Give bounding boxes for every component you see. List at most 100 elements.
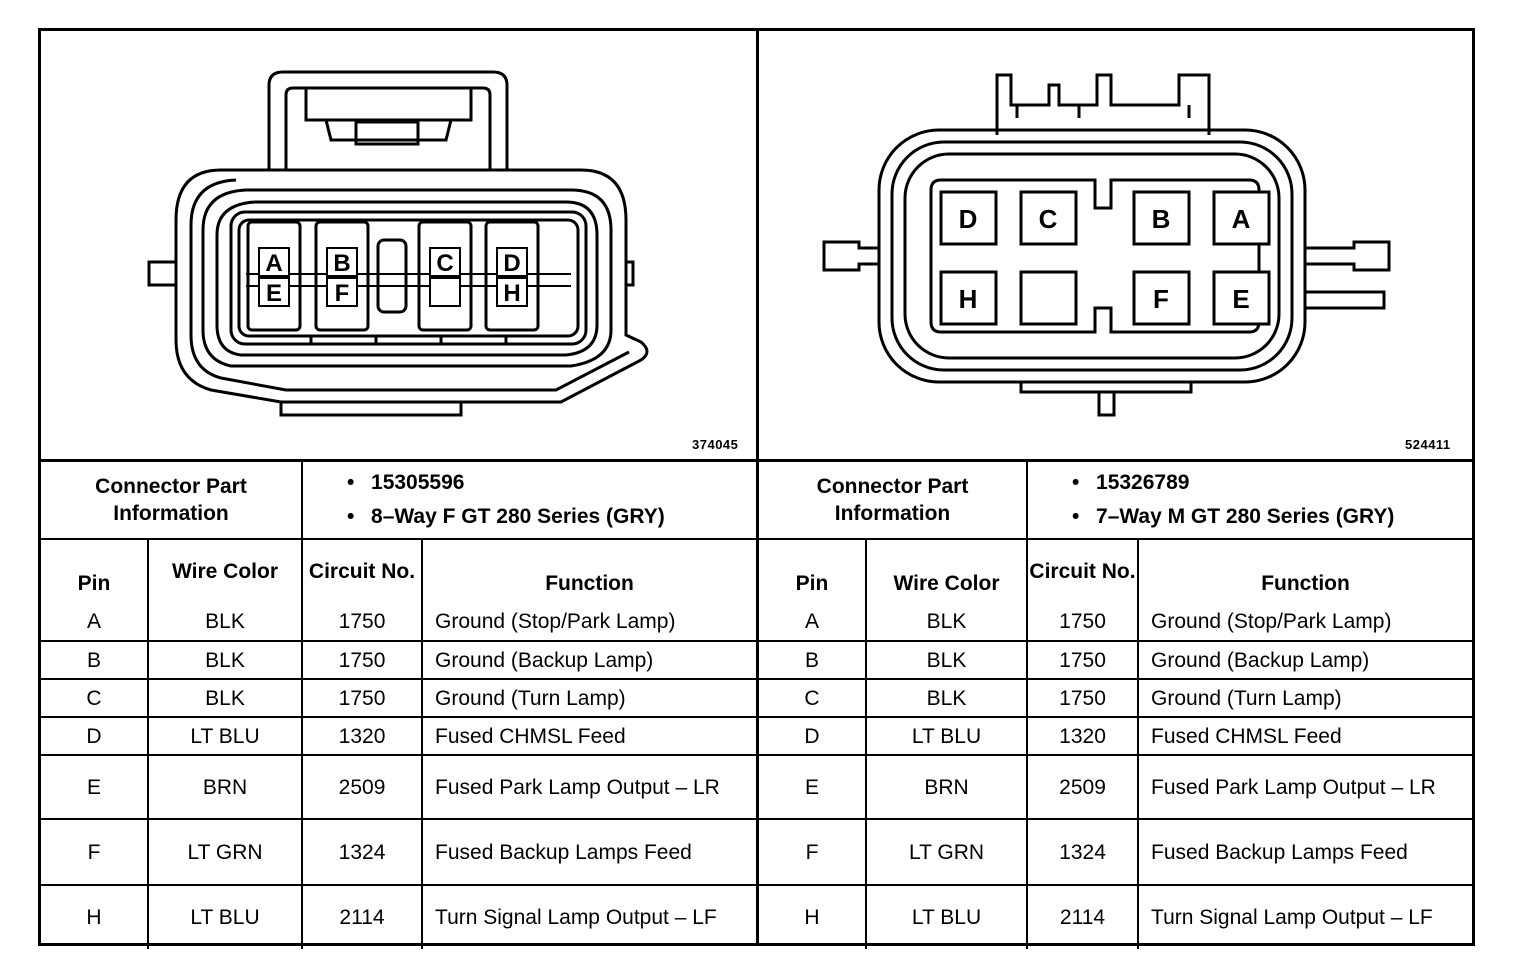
right-pin-label-1: C (1039, 204, 1058, 234)
cell-pin: C (41, 678, 149, 718)
left-header-function: Function (421, 538, 757, 603)
cell-wire: BLK (146, 640, 304, 680)
cell-pin: B (759, 640, 867, 680)
left-connector-table: Connector Part Information •15305596 •8–… (41, 462, 757, 949)
cell-circuit: 1750 (301, 678, 424, 718)
left-pin-label-3: D (503, 250, 520, 277)
right-part-description: 7–Way M GT 280 Series (GRY) (1096, 505, 1395, 528)
cell-function: Turn Signal Lamp Output – LF (421, 884, 757, 949)
cell-wire: LT BLU (146, 884, 304, 949)
cell-circuit: 2114 (301, 884, 424, 949)
left-part-description: 8–Way F GT 280 Series (GRY) (371, 505, 665, 528)
cell-pin: E (41, 754, 149, 820)
right-part-info-label: Connector Part Information (759, 462, 1029, 540)
cell-pin: A (759, 603, 867, 642)
cell-circuit: 1324 (1026, 818, 1140, 886)
cell-pin: B (41, 640, 149, 680)
left-connector-drawing: A B C D E F H 374045 (41, 30, 756, 460)
cell-circuit: 1750 (1026, 603, 1140, 642)
right-header-wire: Wire Color (864, 538, 1029, 603)
cell-function: Fused Park Lamp Output – LR (1137, 754, 1473, 820)
cell-pin: H (759, 884, 867, 949)
left-header-pin: Pin (41, 538, 149, 603)
cell-wire: LT BLU (864, 716, 1029, 756)
left-figure-number: 374045 (692, 437, 739, 452)
right-connector-table: Connector Part Information •15326789 •7–… (759, 462, 1473, 949)
left-part-number: 15305596 (371, 471, 465, 494)
cell-function: Ground (Backup Lamp) (421, 640, 757, 680)
left-header-wire: Wire Color (146, 538, 304, 603)
cell-pin: H (41, 884, 149, 949)
cell-wire: BLK (864, 640, 1029, 680)
cell-function: Fused CHMSL Feed (421, 716, 757, 756)
right-pin-label-6: E (1232, 284, 1249, 314)
connector-7way-male-diagram: D C B A H F E (822, 73, 1391, 417)
cell-pin: F (41, 818, 149, 886)
right-pin-label-3: A (1232, 204, 1251, 234)
cell-wire: LT BLU (864, 884, 1029, 949)
cell-circuit: 1750 (1026, 640, 1140, 680)
cell-circuit: 1750 (1026, 678, 1140, 718)
left-header-circuit: Circuit No. (301, 538, 424, 603)
right-connector-drawing: D C B A H F E 524411 (759, 30, 1472, 460)
connector-8way-female-diagram: A B C D E F H (147, 70, 649, 417)
cell-function: Fused Backup Lamps Feed (421, 818, 757, 886)
left-pin-label-0: A (265, 250, 282, 277)
drawing-divider (38, 459, 1475, 462)
left-part-info: •15305596 •8–Way F GT 280 Series (GRY) (301, 462, 757, 540)
right-pin-label-2: B (1152, 204, 1171, 234)
cell-wire: LT BLU (146, 716, 304, 756)
cell-pin: C (759, 678, 867, 718)
right-pin-label-5: F (1153, 284, 1169, 314)
cell-wire: BRN (864, 754, 1029, 820)
cell-circuit: 1324 (301, 818, 424, 886)
cell-function: Turn Signal Lamp Output – LF (1137, 884, 1473, 949)
cell-pin: D (41, 716, 149, 756)
right-header-pin: Pin (759, 538, 867, 603)
right-part-number: 15326789 (1096, 471, 1190, 494)
cell-function: Fused Park Lamp Output – LR (421, 754, 757, 820)
cell-circuit: 2114 (1026, 884, 1140, 949)
cell-function: Ground (Turn Lamp) (1137, 678, 1473, 718)
right-pin-label-0: D (959, 204, 978, 234)
left-pin-label-1: B (333, 250, 350, 277)
cell-function: Ground (Backup Lamp) (1137, 640, 1473, 680)
left-pin-label-4: E (266, 280, 282, 307)
cell-wire: BRN (146, 754, 304, 820)
right-pin-label-4: H (959, 284, 978, 314)
cell-function: Fused CHMSL Feed (1137, 716, 1473, 756)
cell-circuit: 1750 (301, 640, 424, 680)
cell-function: Ground (Stop/Park Lamp) (421, 603, 757, 642)
cell-function: Ground (Turn Lamp) (421, 678, 757, 718)
cell-circuit: 2509 (1026, 754, 1140, 820)
left-part-info-label: Connector Part Information (41, 462, 304, 540)
center-divider (756, 28, 759, 946)
cell-pin: F (759, 818, 867, 886)
cell-pin: E (759, 754, 867, 820)
cell-circuit: 1320 (301, 716, 424, 756)
cell-circuit: 1320 (1026, 716, 1140, 756)
cell-wire: BLK (146, 603, 304, 642)
cell-wire: LT GRN (146, 818, 304, 886)
cell-function: Ground (Stop/Park Lamp) (1137, 603, 1473, 642)
cell-wire: BLK (864, 603, 1029, 642)
cell-pin: A (41, 603, 149, 642)
cell-wire: BLK (146, 678, 304, 718)
cell-wire: BLK (864, 678, 1029, 718)
left-pin-label-6: H (503, 280, 520, 307)
cell-function: Fused Backup Lamps Feed (1137, 818, 1473, 886)
